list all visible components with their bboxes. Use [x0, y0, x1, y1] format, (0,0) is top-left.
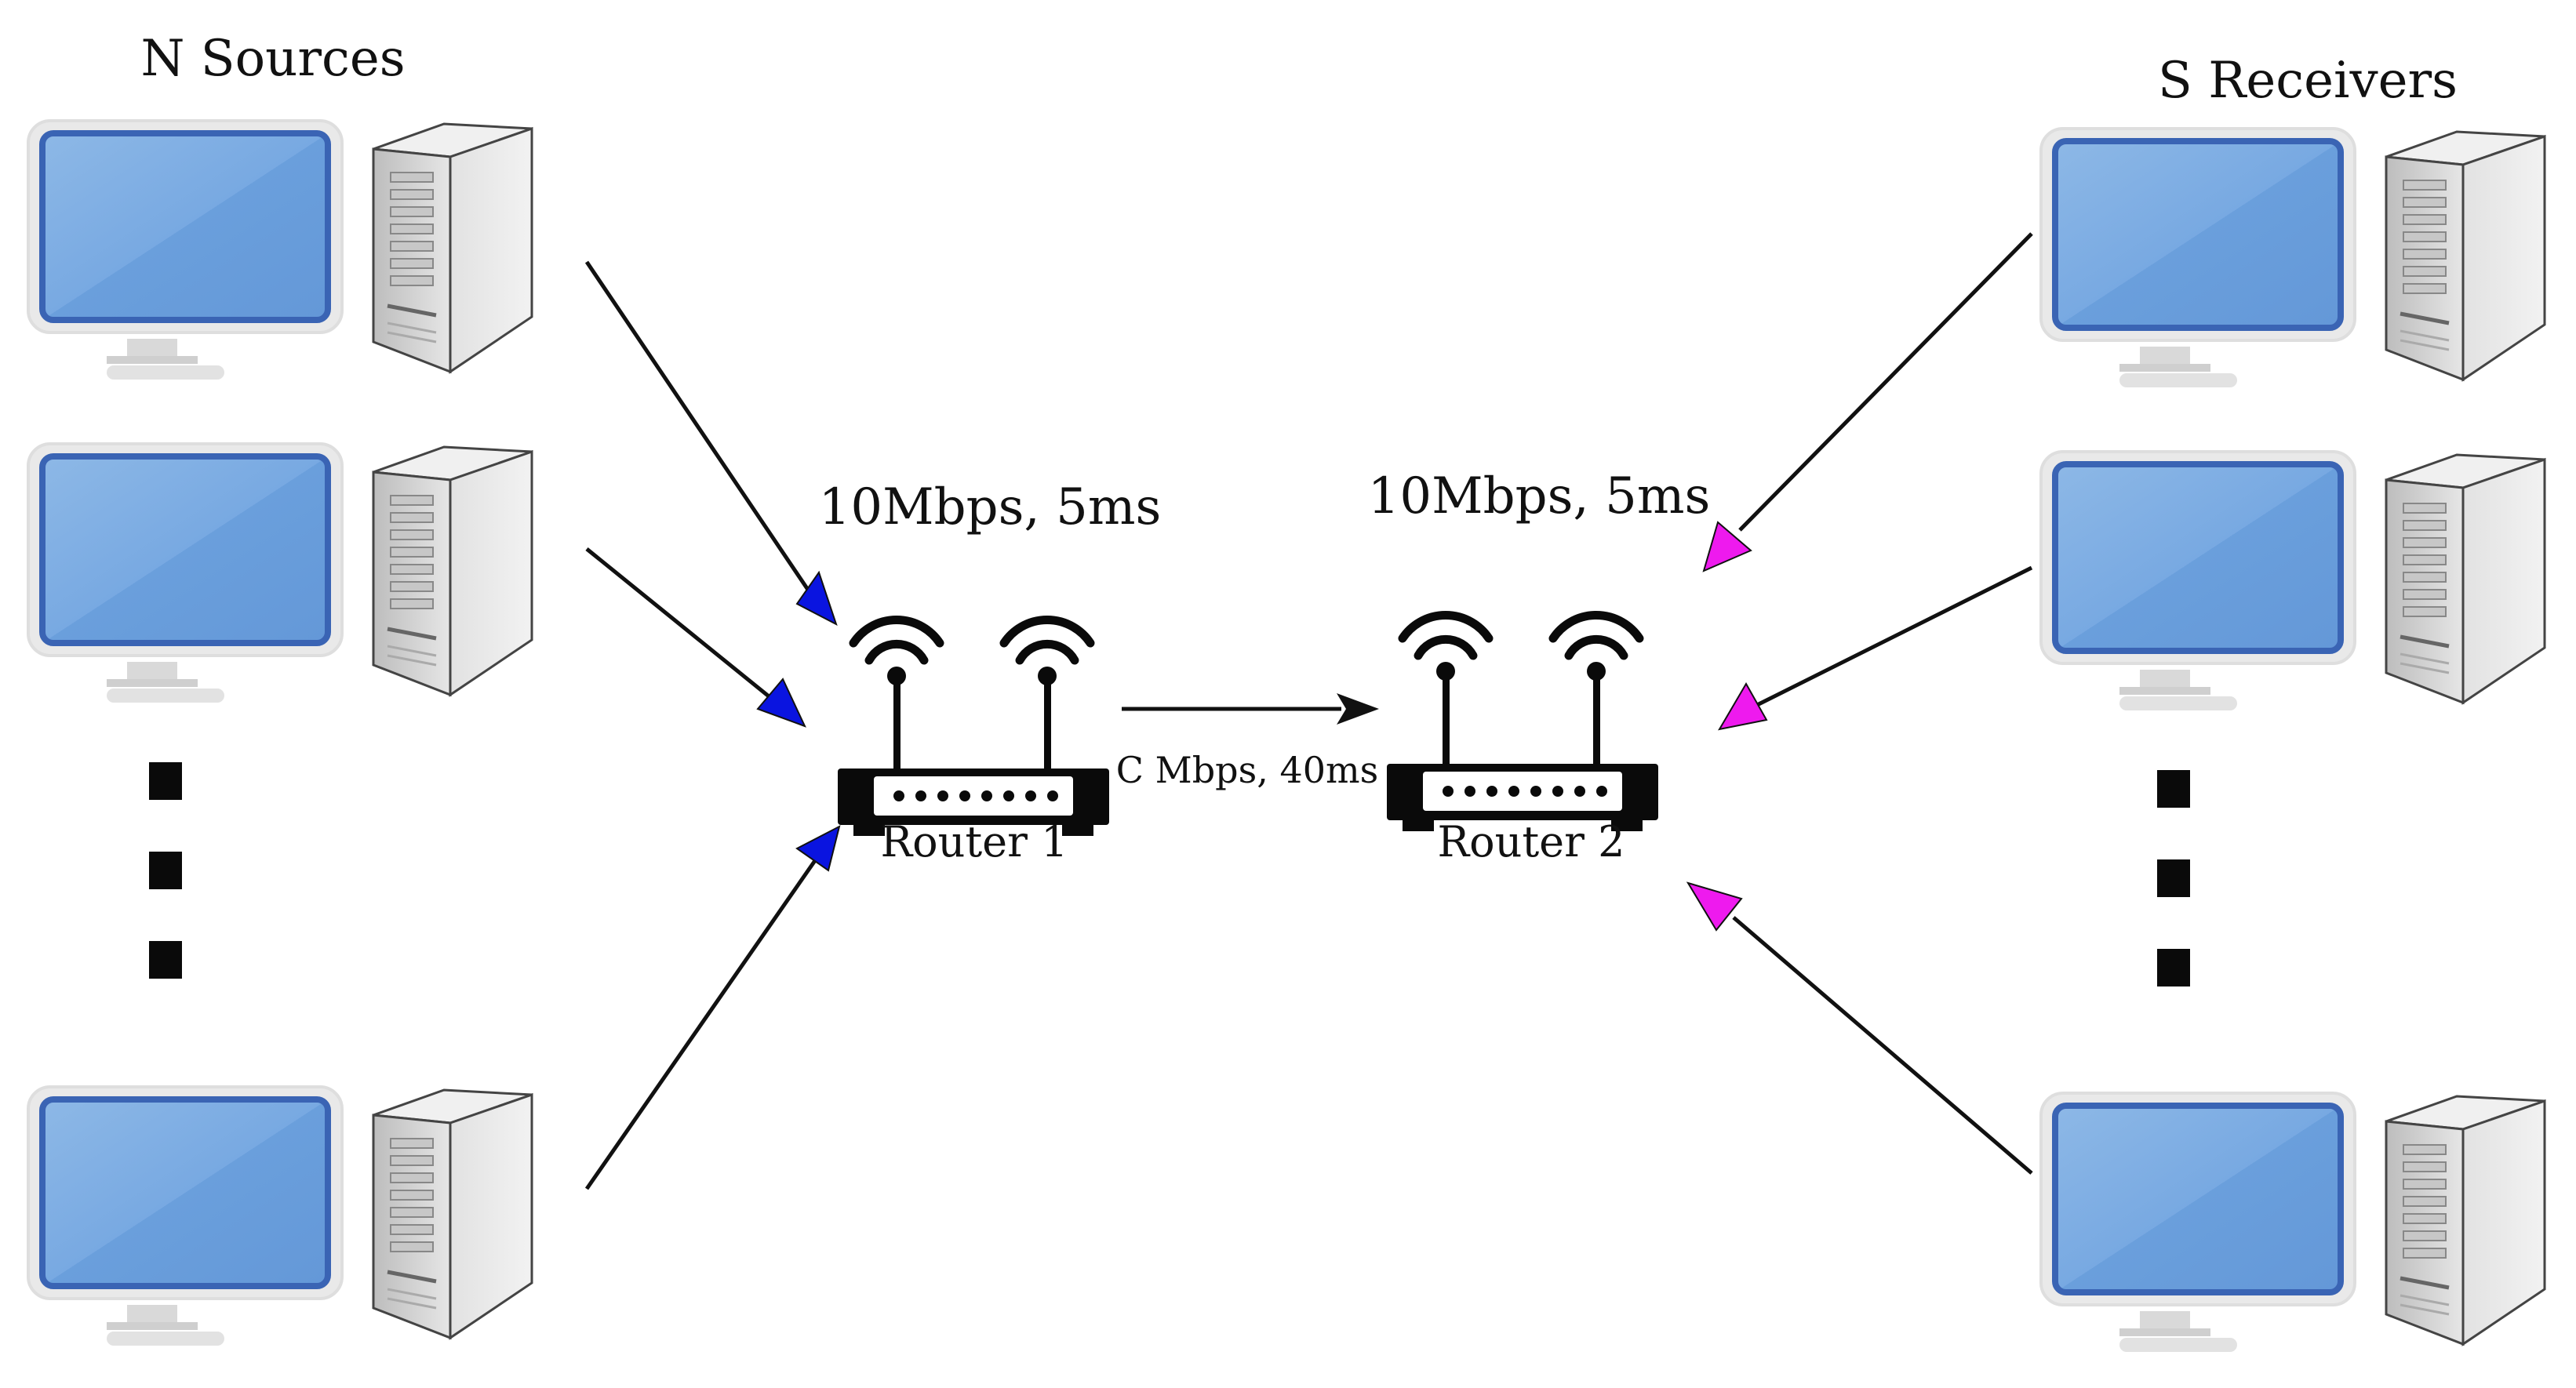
left-link-label: 10Mbps, 5ms: [819, 478, 1162, 536]
router-1-icon: [838, 620, 1109, 836]
sources-label: N Sources: [140, 30, 405, 88]
receiver-computer-s-icon: [2041, 1093, 2545, 1352]
source-arrow-2: [585, 547, 806, 728]
router-1-label: Router 1: [881, 817, 1068, 867]
bottleneck-arrow: [1122, 693, 1379, 725]
receiver-arrow-2: [1718, 565, 2033, 731]
source-arrow-1: [584, 260, 838, 627]
receiver-arrow-s: [1686, 881, 2033, 1175]
router-2-label: Router 2: [1438, 817, 1625, 867]
receiver-ellipsis-icon: [2157, 770, 2190, 986]
right-link-label: 10Mbps, 5ms: [1368, 467, 1711, 525]
source-ellipsis-icon: [149, 762, 182, 979]
router-2-icon: [1387, 615, 1658, 831]
receivers-label: S Receivers: [2158, 52, 2458, 110]
bottleneck-link-label: C Mbps, 40ms: [1116, 749, 1378, 791]
receiver-computer-1-icon: [2041, 129, 2545, 387]
receiver-computer-2-icon: [2041, 452, 2545, 710]
source-computer-n-icon: [28, 1087, 532, 1346]
source-arrow-n: [584, 825, 841, 1190]
source-computer-2-icon: [28, 444, 532, 703]
source-computer-1-icon: [28, 121, 532, 380]
receiver-arrow-1: [1702, 232, 2033, 572]
